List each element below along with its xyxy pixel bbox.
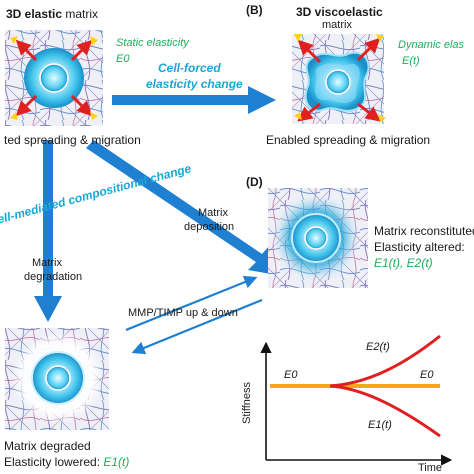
e2-curve	[329, 334, 441, 388]
panel-b-caption: Enabled spreading & migration	[266, 133, 431, 147]
panel-a-illustration	[5, 30, 103, 126]
e1-curve	[329, 384, 441, 438]
panel-b-letter: (B)	[246, 3, 263, 17]
plot-e1-label: E1(t)	[368, 419, 392, 431]
arrow-a-to-c	[34, 140, 62, 322]
panel-d-line1: Matrix reconstituted	[374, 224, 474, 238]
panel-a-elasticity-label: Static elasticity	[116, 37, 189, 49]
panel-c-illustration	[5, 328, 109, 430]
panel-b-elasticity-label: Dynamic elas	[398, 39, 465, 51]
panel-b-subtitle: matrix	[322, 19, 352, 31]
plot-ylabel: Stiffness	[241, 382, 253, 424]
panel-b-illustration	[292, 34, 386, 124]
arrow-a-to-d	[86, 140, 282, 276]
panel-a-title: 3D elastic matrix	[6, 7, 99, 21]
plot-e0-left: E0	[284, 369, 298, 381]
focal-adhesions	[10, 36, 98, 120]
degradation-line2: degradation	[24, 271, 83, 283]
degradation-line1: Matrix	[32, 257, 62, 269]
arrow-top-line1: Cell-forced	[158, 61, 221, 75]
panel-c-line1: Matrix degraded	[4, 439, 91, 453]
plot-xlabel: Time	[418, 462, 443, 474]
panel-d-line3: E1(t), E2(t)	[374, 256, 433, 270]
stiffness-plot	[260, 334, 453, 466]
panel-d-line2: Elasticity altered:	[374, 240, 465, 254]
deposition-line2: deposition	[184, 221, 235, 233]
plot-e0-right: E0	[420, 369, 434, 381]
panel-a-elasticity-symbol: E0	[116, 53, 130, 65]
panel-b-elasticity-symbol: E(t)	[402, 55, 420, 67]
panel-c-line2: Elasticity lowered: E1(t)	[4, 455, 130, 469]
mmp-timp-label: MMP/TIMP up & down	[128, 307, 238, 319]
mmp-timp-arrows	[125, 275, 263, 355]
plot-e2-label: E2(t)	[366, 341, 390, 353]
panel-b-title: 3D viscoelastic	[296, 5, 383, 19]
deposition-line1: Matrix	[198, 207, 228, 219]
panel-d-letter: (D)	[246, 175, 263, 189]
panel-d-illustration	[268, 188, 368, 288]
arrow-top-line2: elasticity change	[146, 77, 243, 91]
panel-a-caption: ted spreading & migration	[4, 133, 141, 147]
arrow-a-to-b	[112, 86, 276, 114]
